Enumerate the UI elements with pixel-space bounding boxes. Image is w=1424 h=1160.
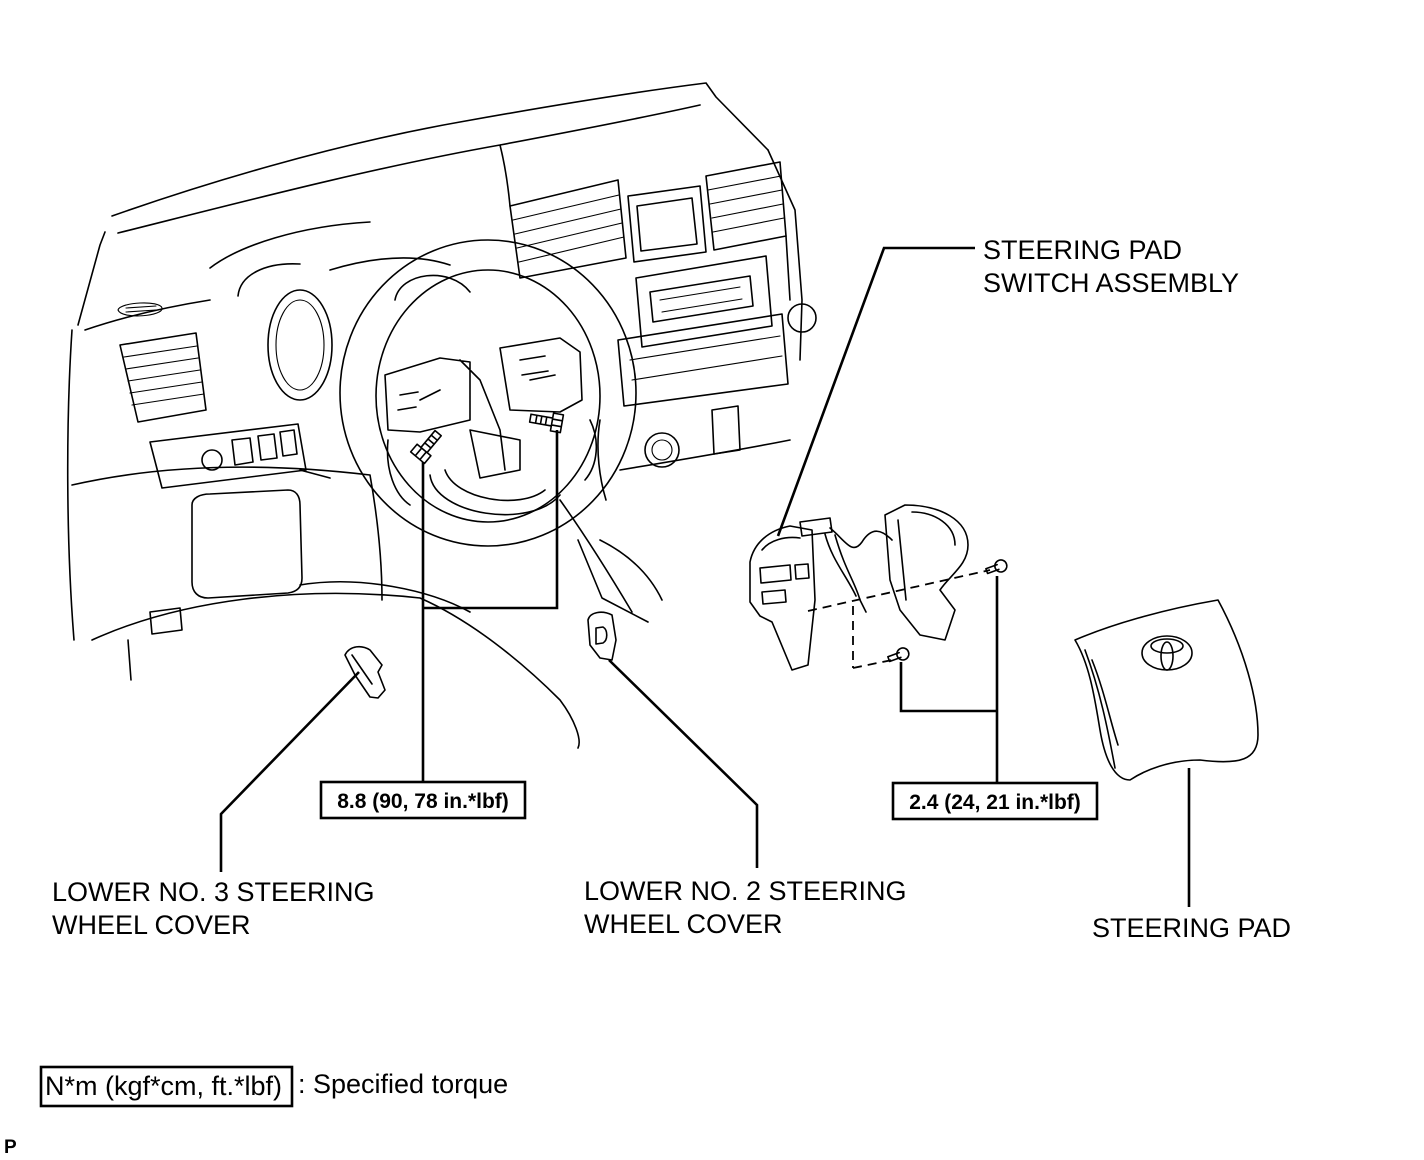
emblem-vertical-ring [1160, 641, 1174, 671]
instrument-cluster [237, 257, 471, 301]
label-lower-no3-line1: LOWER NO. 3 STEERING [52, 877, 375, 907]
steering-pad [1074, 599, 1259, 781]
corner-mark: P [4, 1137, 17, 1158]
center-vent-left [509, 179, 627, 279]
label-switch-assembly-line1: STEERING PAD [983, 235, 1182, 265]
climate-panel-lines [629, 335, 783, 381]
steering-wheel [339, 239, 637, 547]
label-steering-pad: STEERING PAD [1092, 913, 1291, 943]
toyota-emblem [1141, 635, 1193, 671]
assembly-dashed-line-lower [852, 659, 893, 669]
torque-box-wheel-bolts [319, 780, 527, 820]
lower-knee-panel [149, 489, 303, 635]
console-knob-inner [651, 439, 673, 461]
bolt-left-shank [420, 429, 443, 454]
center-vent-left-slats [512, 194, 625, 263]
emblem-horizontal-ring [1150, 638, 1184, 654]
steering-pad-switch-assembly [749, 504, 969, 671]
center-vent-right-slats [707, 175, 785, 233]
legend-meaning-text: : Specified torque [298, 1069, 508, 1099]
steering-wheel-outer-rim [339, 239, 637, 547]
cluster-gauge-left-face [275, 299, 325, 391]
steering-pad-body [1074, 599, 1259, 781]
label-lower-no2-line2: WHEEL COVER [584, 909, 783, 939]
leader-switch-assembly [776, 246, 975, 537]
cluster-gauge-left [267, 289, 333, 401]
steering-wheel-hub-mechanism [384, 337, 598, 516]
steering-wheel-inner-rim [375, 269, 601, 523]
screw-upper-shank [985, 563, 1000, 575]
switch-left-bezel [749, 525, 816, 671]
torque-value-wheel-bolts: 8.8 (90, 78 in.*lbf) [337, 790, 509, 813]
bolt-right [528, 412, 565, 434]
legend-unit-text: N*m (kgf*cm, ft.*lbf) [45, 1071, 282, 1101]
audio-unit [635, 255, 773, 348]
left-air-vent [119, 332, 207, 423]
torque-box-switch-screws [891, 781, 1099, 821]
climate-panel [617, 313, 789, 455]
screw-lower [887, 647, 910, 663]
leader-lower-no2-cover [608, 659, 759, 868]
torque-value-switch-screws: 2.4 (24, 21 in.*lbf) [909, 791, 1081, 814]
switch-panel [149, 423, 307, 489]
console-edges [597, 149, 803, 501]
lower-no3-cover-part [344, 645, 386, 699]
assembly-dashed-line-upper [807, 569, 991, 612]
leader-torque-wheel-bolts [421, 430, 559, 782]
legend-unit-box [39, 1065, 294, 1108]
display-frame [627, 185, 707, 263]
bolt-right-head [549, 412, 565, 434]
center-console [509, 149, 817, 501]
label-lower-no3-line2: WHEEL COVER [52, 910, 251, 940]
switch-panel-knob [201, 449, 223, 471]
steering-pad-edge [1084, 649, 1119, 769]
instrument-panel [66, 82, 769, 749]
screw-lower-shank [887, 651, 902, 663]
small-oval-vent [117, 302, 163, 317]
switch-right-bezel [884, 504, 969, 641]
bolt-left [409, 429, 443, 465]
leader-torque-switch-screws [899, 576, 999, 783]
label-switch-assembly-line2: SWITCH ASSEMBLY [983, 268, 1239, 298]
label-lower-no2-line1: LOWER NO. 2 STEERING [584, 876, 907, 906]
screw-lower-head [896, 647, 910, 661]
dashboard-outline [66, 82, 769, 749]
console-knob-right [787, 303, 817, 333]
audio-unit-details [659, 286, 743, 313]
left-air-vent-slats [123, 345, 205, 406]
switch-left-buttons [759, 563, 810, 605]
screw-upper [985, 559, 1008, 575]
switch-connector [799, 517, 833, 537]
console-knob-outer [644, 432, 680, 468]
screw-upper-head [994, 559, 1008, 573]
bolt-left-head [409, 443, 432, 465]
lower-no2-cover-part [587, 611, 617, 661]
bolt-right-shank [528, 413, 554, 427]
leader-lower-no3-cover [219, 671, 360, 872]
